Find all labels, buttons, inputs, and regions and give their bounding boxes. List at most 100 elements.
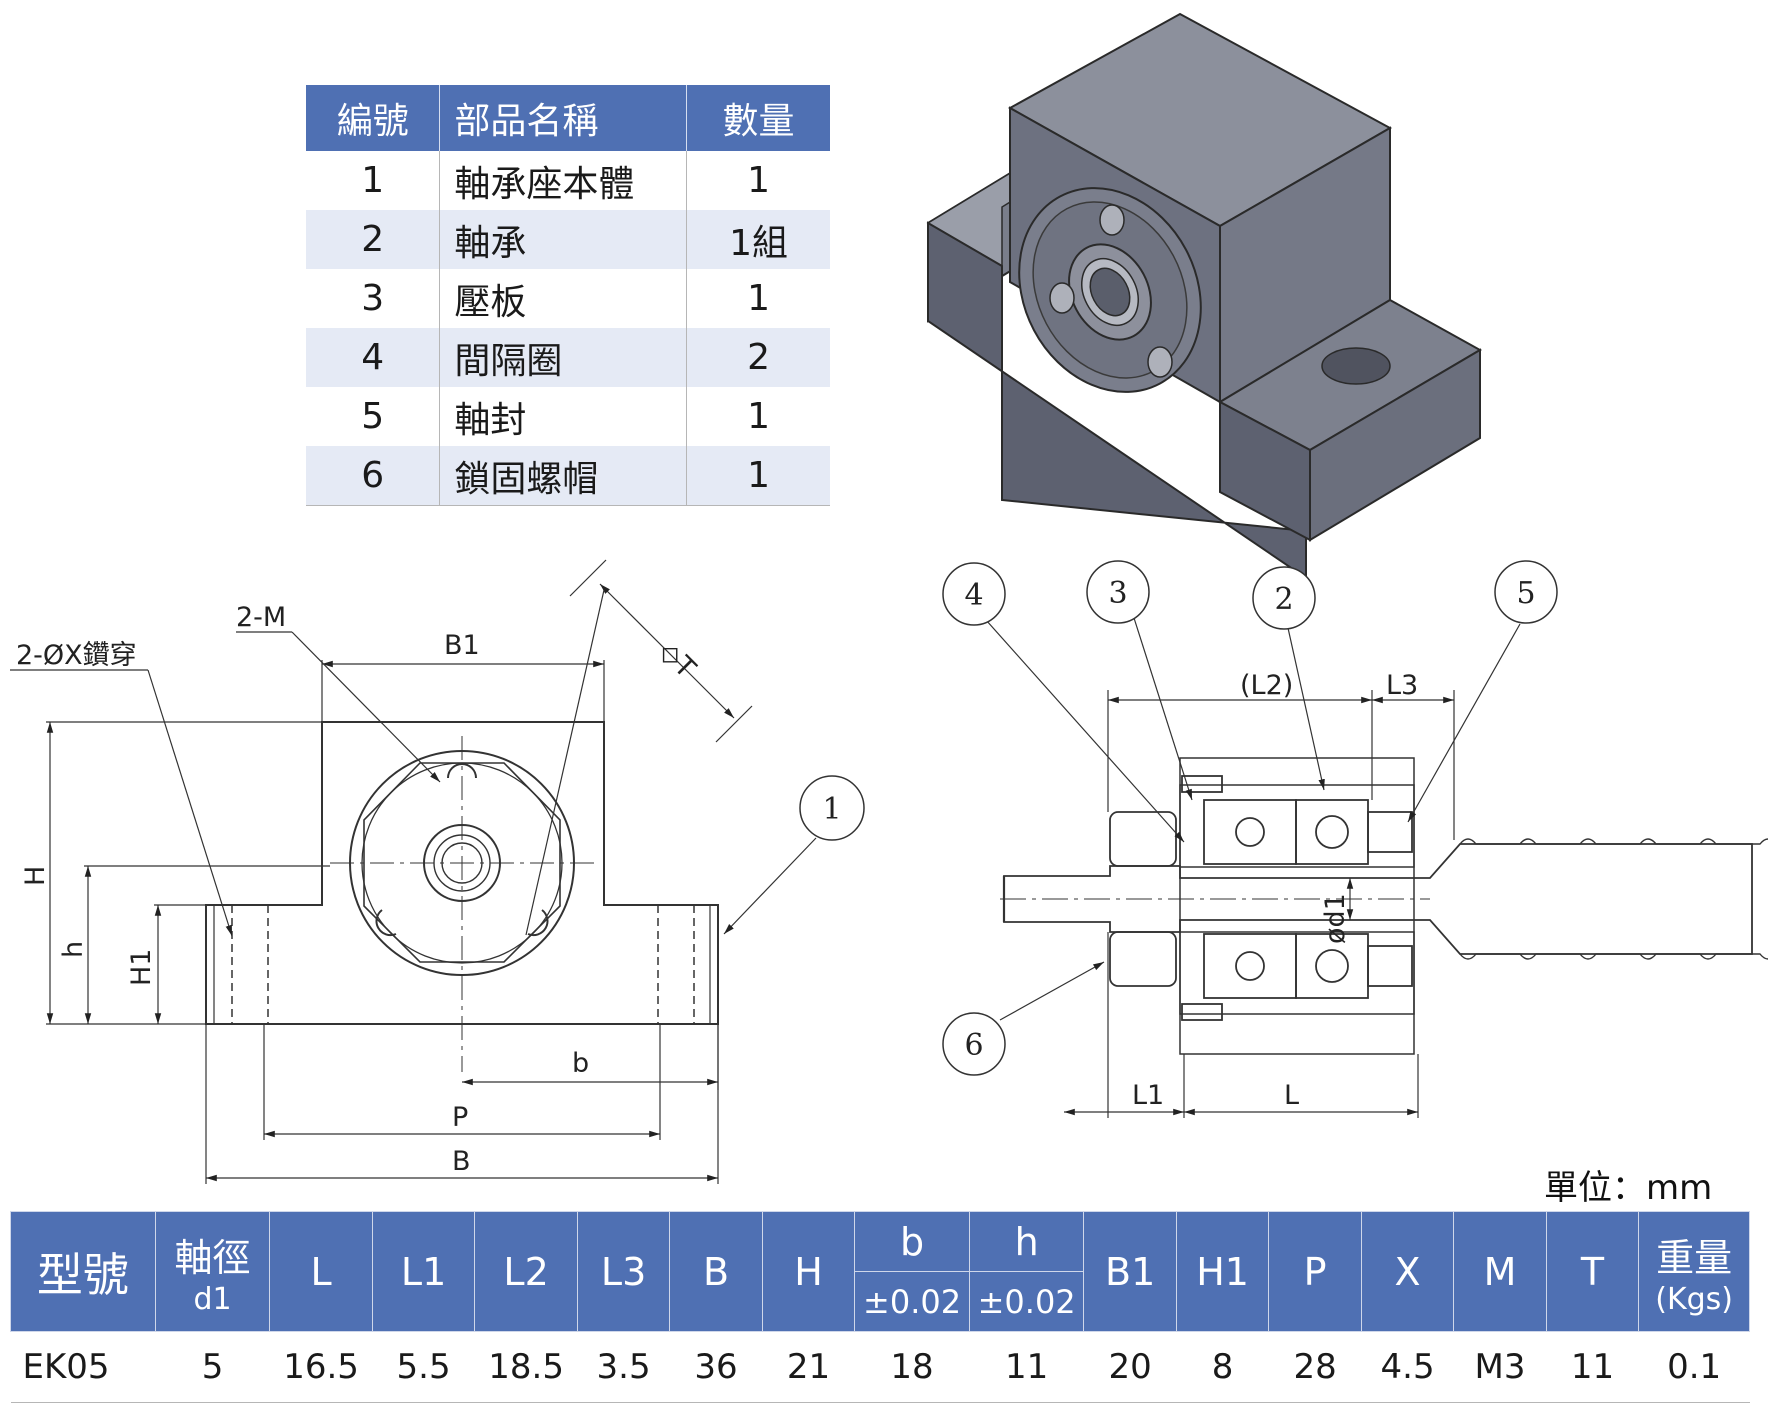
spec-header-model: 型號 xyxy=(10,1211,156,1332)
part-qty: 1 xyxy=(686,151,830,210)
part-name: 軸封 xyxy=(439,387,688,446)
dim-L2-label: (L2) xyxy=(1240,670,1293,701)
part-name: 間隔圈 xyxy=(439,328,688,387)
part-no: 3 xyxy=(306,269,441,328)
table-row: 6 鎖固螺帽 1 xyxy=(306,446,830,506)
svg-text:5: 5 xyxy=(1516,576,1535,611)
spec-header-M: M xyxy=(1453,1211,1547,1332)
part-qty: 1組 xyxy=(686,210,830,269)
part-no: 6 xyxy=(306,446,441,506)
callout-2: 2 xyxy=(1252,566,1316,630)
callout-4: 4 xyxy=(942,562,1006,626)
front-view-drawing xyxy=(205,721,719,1072)
table-row: 1 軸承座本體 1 xyxy=(306,151,830,210)
dim-B1-label: B1 xyxy=(444,630,480,661)
isometric-bearing-block xyxy=(926,12,1483,580)
hole-spec-label: 2-ØX鑽穿 xyxy=(16,640,137,671)
part-name: 鎖固螺帽 xyxy=(439,446,688,506)
dim-d1-label: ød1 xyxy=(1320,893,1351,944)
parts-header-qty: 數量 xyxy=(686,85,830,151)
part-name: 軸承座本體 xyxy=(439,151,688,210)
callout-1: 1 xyxy=(799,775,865,841)
part-no: 1 xyxy=(306,151,441,210)
spec-header-H: H xyxy=(761,1211,856,1332)
spec-header-h: h xyxy=(968,1211,1085,1272)
table-row: 4 間隔圈 2 xyxy=(306,328,830,387)
spec-L: 16.5 xyxy=(269,1331,373,1403)
part-qty: 1 xyxy=(686,269,830,328)
parts-header-name: 部品名稱 xyxy=(439,85,688,151)
part-name: 軸承 xyxy=(439,210,688,269)
spec-M: M3 xyxy=(1453,1331,1547,1403)
spec-header-P: P xyxy=(1268,1211,1362,1332)
svg-text:2: 2 xyxy=(1274,582,1293,617)
front-view-dimensions xyxy=(10,559,817,1184)
spec-table: 型號 軸徑 d1 L L1 L2 L3 B H b h B1 H1 P X M … xyxy=(10,1211,1750,1403)
spec-header-T: T xyxy=(1545,1211,1640,1332)
spec-X: 4.5 xyxy=(1361,1331,1454,1403)
spec-d1: 5 xyxy=(155,1331,270,1403)
dim-L1-label: L1 xyxy=(1132,1080,1164,1111)
spec-L1: 5.5 xyxy=(372,1331,475,1403)
part-qty: 1 xyxy=(686,387,830,446)
spec-header-L: L xyxy=(269,1211,373,1332)
spec-header-L3: L3 xyxy=(576,1211,671,1332)
spec-header-weight: 重量 (Kgs) xyxy=(1638,1211,1750,1332)
spec-T: 11 xyxy=(1546,1331,1639,1403)
section-view-dimensions xyxy=(985,617,1521,1118)
spec-model: EK05 xyxy=(10,1331,156,1403)
spec-header-h-tolerance: ±0.02 xyxy=(968,1271,1085,1332)
dim-P-label: P xyxy=(452,1102,468,1133)
spec-header-b-tolerance: ±0.02 xyxy=(854,1271,970,1332)
spec-H: 21 xyxy=(762,1331,855,1403)
callout-5: 5 xyxy=(1494,560,1558,624)
dim-H-label: H xyxy=(20,866,51,886)
table-row: 5 軸封 1 xyxy=(306,387,830,446)
part-qty: 1 xyxy=(686,446,830,506)
spec-header-row-1: 型號 軸徑 d1 L L1 L2 L3 B H b h B1 H1 P X M … xyxy=(10,1211,1750,1332)
spec-header-row-2: ±0.02 ±0.02 xyxy=(11,1271,1750,1332)
spec-weight: 0.1 xyxy=(1638,1331,1750,1403)
spec-H1: 8 xyxy=(1176,1331,1269,1403)
part-no: 2 xyxy=(306,210,441,269)
parts-table: 編號 部品名稱 數量 1 軸承座本體 1 2 軸承 1組 3 壓板 1 4 間隔… xyxy=(306,85,830,506)
dim-L3-label: L3 xyxy=(1386,670,1418,701)
spec-header-b: b xyxy=(854,1211,970,1272)
table-row: EK05 5 16.5 5.5 18.5 3.5 36 21 18 11 20 … xyxy=(10,1331,1750,1403)
callout-6: 6 xyxy=(942,1012,1006,1076)
spec-header-X: X xyxy=(1360,1211,1455,1332)
spec-header-B1: B1 xyxy=(1083,1211,1177,1332)
spec-header-d1: 軸徑 d1 xyxy=(154,1211,271,1332)
svg-text:4: 4 xyxy=(964,578,983,613)
parts-header-no: 編號 xyxy=(306,85,441,151)
spec-header-H1: H1 xyxy=(1175,1211,1270,1332)
part-qty: 2 xyxy=(686,328,830,387)
section-view-drawing xyxy=(1000,757,1768,1055)
callout-3: 3 xyxy=(1086,560,1150,624)
dim-h-label: h xyxy=(58,941,89,958)
part-no: 4 xyxy=(306,328,441,387)
spec-P: 28 xyxy=(1268,1331,1362,1403)
tap-spec-label: 2-M xyxy=(236,602,286,633)
spec-header-L2: L2 xyxy=(474,1211,578,1332)
spec-h: 11 xyxy=(969,1331,1084,1403)
svg-text:6: 6 xyxy=(964,1028,983,1063)
table-row: 2 軸承 1組 xyxy=(306,210,830,269)
callout-1-label: 1 xyxy=(822,792,841,827)
svg-text:3: 3 xyxy=(1108,576,1127,611)
parts-header-row: 編號 部品名稱 數量 xyxy=(306,85,830,151)
spec-B: 36 xyxy=(669,1331,763,1403)
dim-B-label: B xyxy=(452,1146,471,1177)
spec-header-B: B xyxy=(669,1211,763,1332)
dim-b-label: b xyxy=(572,1048,589,1079)
spec-L2: 18.5 xyxy=(474,1331,578,1403)
spec-b: 18 xyxy=(854,1331,970,1403)
dim-L-label: L xyxy=(1284,1080,1299,1111)
part-no: 5 xyxy=(306,387,441,446)
spec-B1: 20 xyxy=(1083,1331,1177,1403)
table-row: 3 壓板 1 xyxy=(306,269,830,328)
dim-T-label: ◇T xyxy=(653,636,702,685)
part-name: 壓板 xyxy=(439,269,688,328)
spec-L3: 3.5 xyxy=(577,1331,670,1403)
